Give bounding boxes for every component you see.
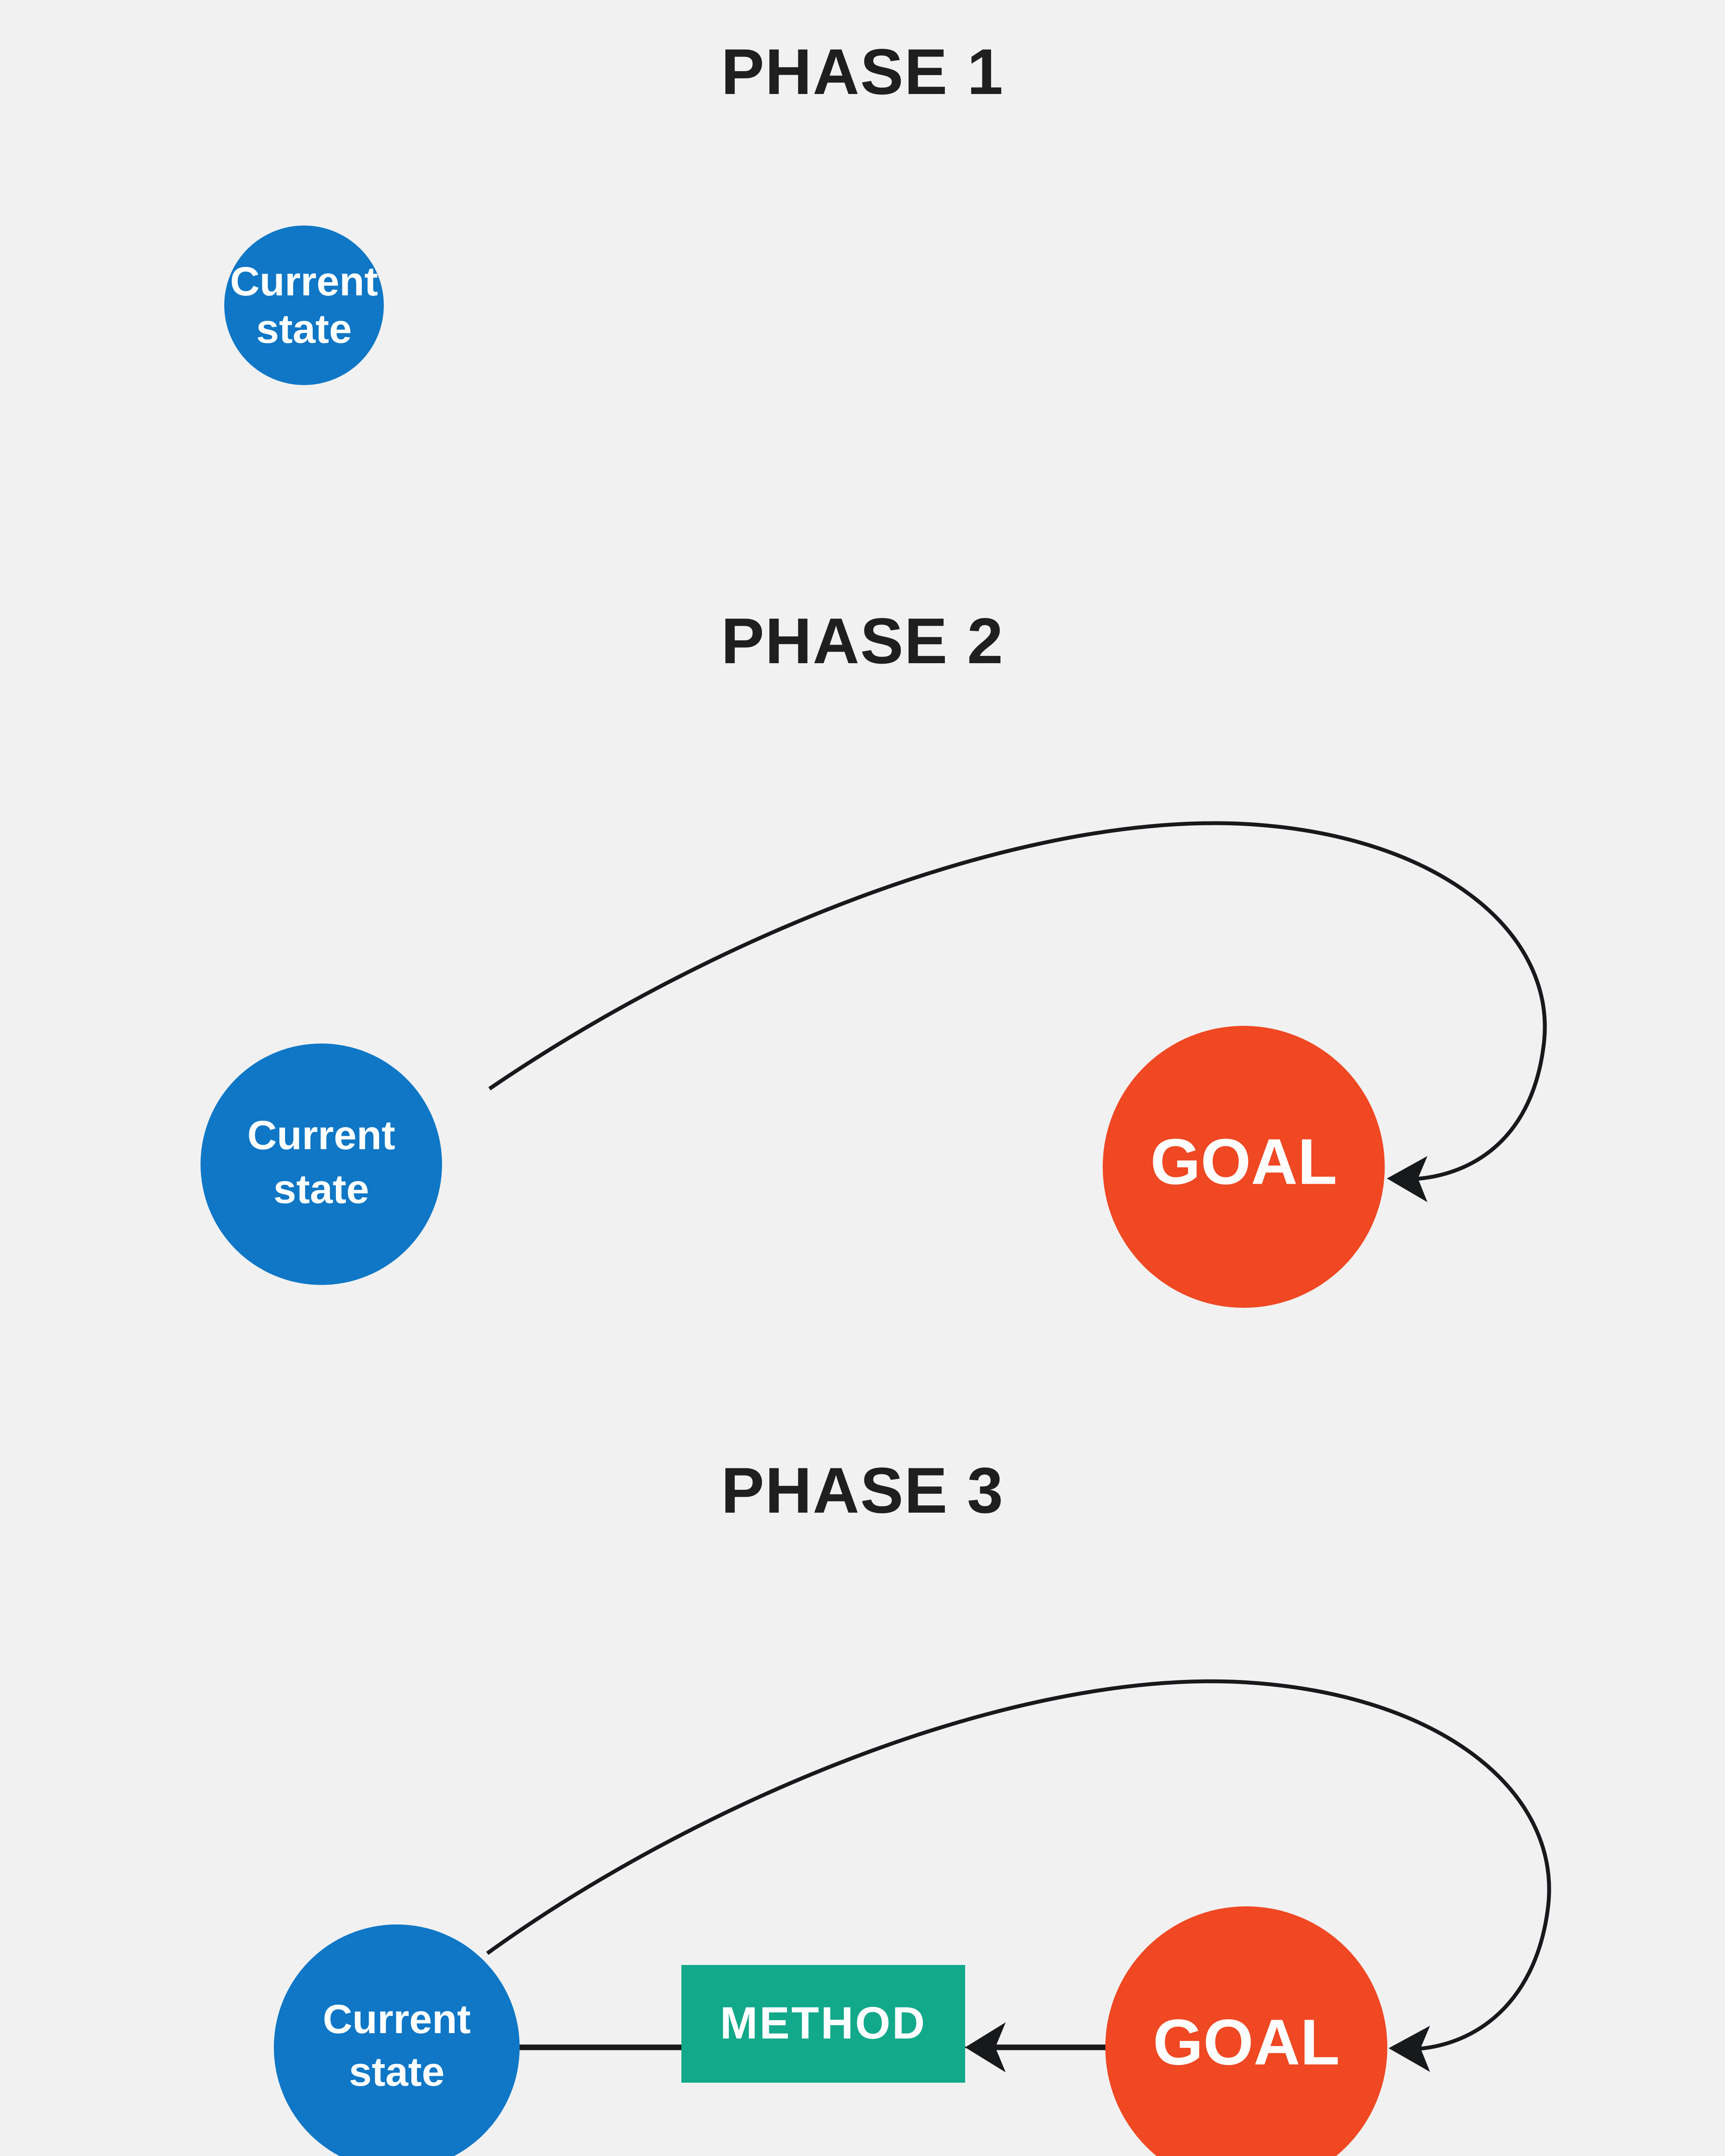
phase3-current-state-label-line2: state xyxy=(349,2049,445,2095)
phase2-current-state-node[interactable] xyxy=(201,1044,442,1285)
phase3-current-state-label-line1: Current xyxy=(323,1996,470,2042)
phase3-goal-label: GOAL xyxy=(1153,2006,1339,2078)
phase3-goal-node[interactable] xyxy=(1105,1906,1387,2156)
phase2-goal-node[interactable] xyxy=(1103,1026,1385,1308)
phase3-goal-to-method-arrowhead xyxy=(965,2022,1006,2072)
phase-3-group: Current state METHOD GOAL xyxy=(274,1679,1551,2156)
phase3-current-to-goal-arc xyxy=(486,1679,1551,2051)
phase-2-group: Current state GOAL xyxy=(201,821,1547,1308)
phase3-method-label: METHOD xyxy=(720,1998,927,2049)
phase-1-title: PHASE 1 xyxy=(721,35,1004,108)
phase2-goal-label: GOAL xyxy=(1150,1125,1337,1198)
phase3-current-state-node[interactable] xyxy=(274,1924,520,2156)
phase-1-group: Current state xyxy=(224,226,384,385)
phase2-current-to-goal-arrowhead xyxy=(1387,1156,1427,1202)
phase1-current-state-label-line2: state xyxy=(256,306,352,352)
phase3-method-node[interactable] xyxy=(681,1965,965,2083)
phase-3-title: PHASE 3 xyxy=(721,1454,1004,1526)
phase1-current-state-node[interactable] xyxy=(224,226,384,385)
phase2-current-state-label-line2: state xyxy=(273,1166,369,1212)
phase-2-title: PHASE 2 xyxy=(721,605,1004,677)
phase1-current-state-label-line1: Current xyxy=(230,259,378,304)
phase2-current-to-goal-arc xyxy=(488,821,1547,1181)
phase2-current-state-label-line1: Current xyxy=(247,1112,395,1158)
phase3-current-to-goal-arrowhead xyxy=(1389,2026,1430,2072)
